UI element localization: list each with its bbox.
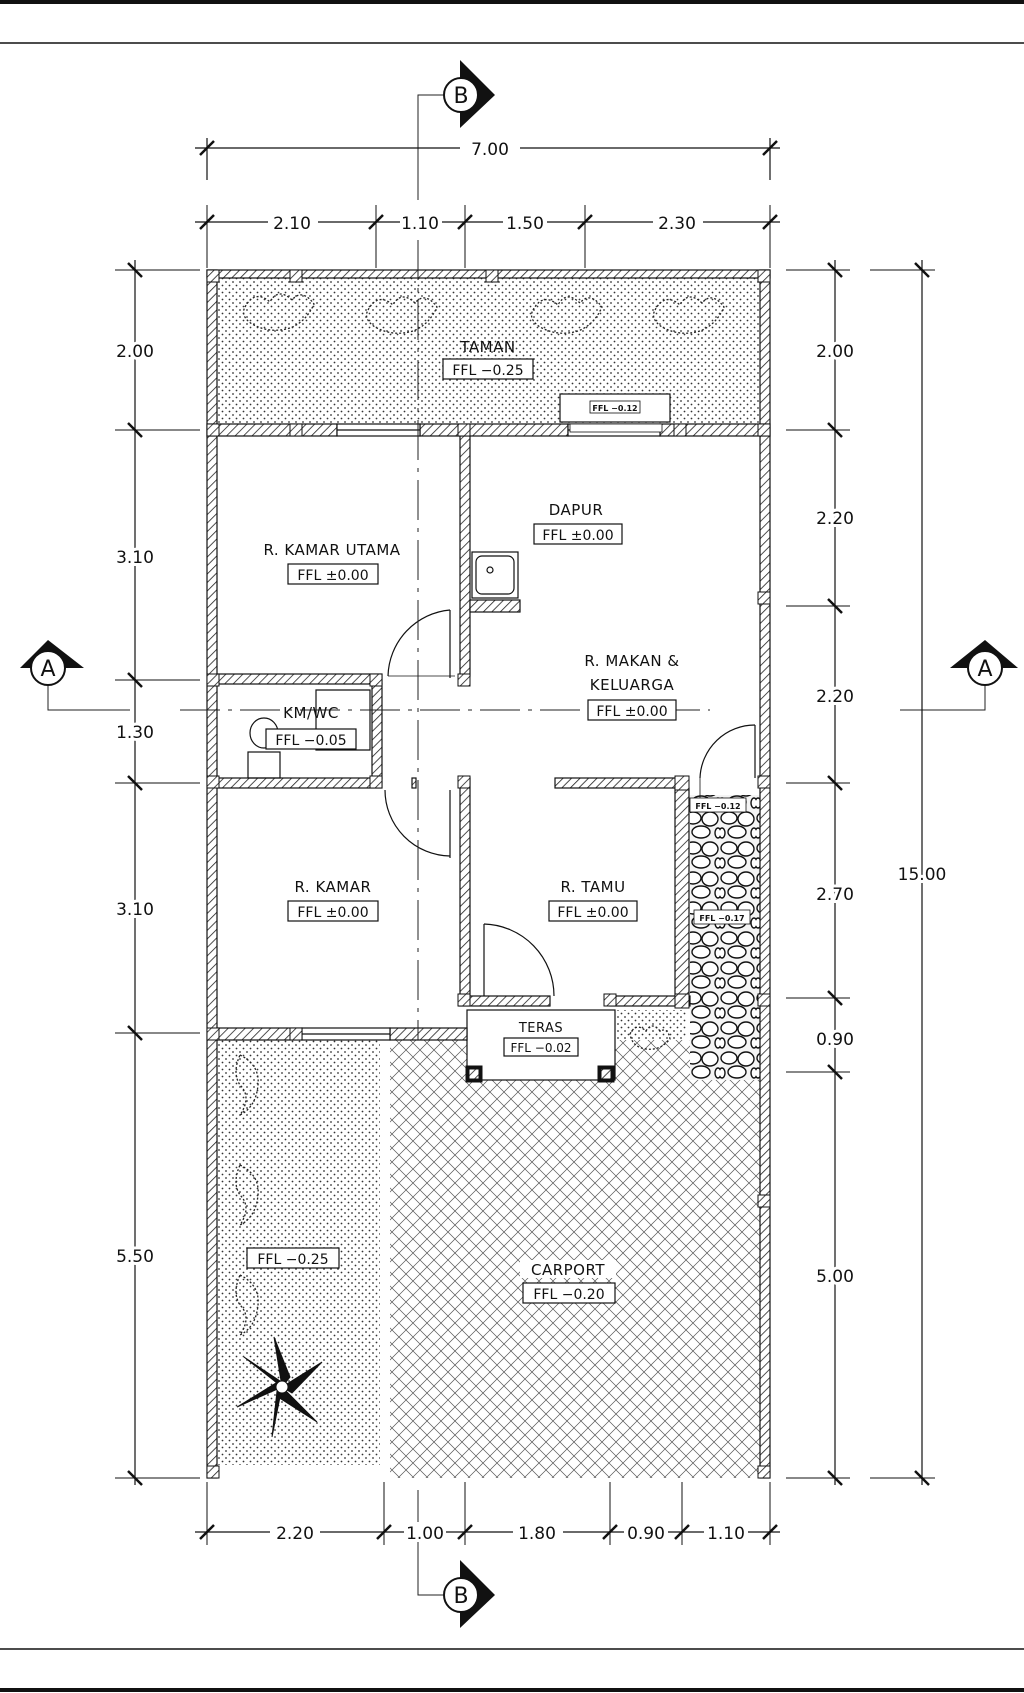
room-teras: TERAS FFL −0.02 [503,1021,579,1057]
room-tamu-name: R. TAMU [560,878,625,896]
columns [206,269,771,1479]
section-marker-b-top: B [443,60,495,128]
side-step-ffl: FFL −0.12 [695,802,740,811]
room-carport-name: CARPORT [531,1261,605,1279]
doors [384,423,756,997]
garden-front-ffl: FFL −0.25 [257,1252,328,1268]
dim-left-4: 3.10 [116,900,154,920]
garden-front: FFL −0.25 [246,1247,340,1269]
palm-plant [236,1336,323,1438]
dim-bottom-1: 2.20 [276,1524,314,1544]
room-taman-ffl: FFL −0.25 [452,363,523,379]
dim-left-5: 5.50 [116,1247,154,1267]
dim-right-1: 2.00 [816,342,854,362]
dim-right-overall: 15.00 [898,865,947,885]
side-path: FFL −0.17 [693,909,751,925]
room-kamar-utama-name: R. KAMAR UTAMA [263,541,400,559]
dim-left-1: 2.00 [116,342,154,362]
room-dapur: DAPUR FFL ±0.00 [533,501,623,545]
section-a-right-label: A [977,657,992,682]
section-marker-b-bottom: B [443,1560,495,1628]
room-makan-ffl: FFL ±0.00 [596,704,667,720]
room-makan-name2: KELUARGA [590,676,675,694]
dim-bottom-5: 1.10 [707,1524,745,1544]
room-taman-name: TAMAN [459,338,515,356]
dim-top-4: 2.30 [658,214,696,234]
dim-top-1: 2.10 [273,214,311,234]
room-makan-keluarga: R. MAKAN & KELUARGA FFL ±0.00 [584,652,679,721]
room-kmwc-ffl: FFL −0.05 [275,733,346,749]
dimension-texts: 7.00 2.10 1.10 1.50 2.30 2.20 1.00 1.80 … [113,137,949,1544]
room-teras-ffl: FFL −0.02 [510,1041,571,1055]
room-kamar-utama-ffl: FFL ±0.00 [297,568,368,584]
room-tamu-ffl: FFL ±0.00 [557,905,628,921]
dim-top-2: 1.10 [401,214,439,234]
room-kamar-ffl: FFL ±0.00 [297,905,368,921]
room-kamar: R. KAMAR FFL ±0.00 [287,878,379,922]
dimension-lines [115,138,935,1545]
dim-right-2: 2.20 [816,509,854,529]
section-marker-a-left: A [20,640,84,686]
side-path-ffl: FFL −0.17 [699,914,744,923]
room-dapur-name: DAPUR [549,501,604,519]
carport-paving-fill [390,1040,760,1478]
dim-left-3: 1.30 [116,723,154,743]
section-b-bottom-label: B [453,1584,468,1609]
side-path-stones [690,795,760,1080]
taman-step: FFL −0.12 [559,393,671,423]
side-step: FFL −0.12 [689,797,747,813]
dim-bottom-2: 1.00 [406,1524,444,1544]
dim-right-6: 5.00 [816,1267,854,1287]
room-taman: TAMAN FFL −0.25 [442,338,534,380]
dim-bottom-4: 0.90 [627,1524,665,1544]
dim-top-3: 1.50 [506,214,544,234]
room-teras-name: TERAS [518,1021,563,1036]
room-carport-ffl: FFL −0.20 [533,1287,604,1303]
taman-step-ffl: FFL −0.12 [592,404,637,413]
room-kamar-name: R. KAMAR [295,878,372,896]
room-kamar-utama: R. KAMAR UTAMA FFL ±0.00 [263,541,400,585]
kitchen-sink [471,551,519,599]
room-tamu: R. TAMU FFL ±0.00 [548,878,638,922]
room-makan-name1: R. MAKAN & [584,652,679,670]
section-marker-a-right: A [950,640,1018,686]
room-carport: CARPORT FFL −0.20 [520,1260,616,1304]
dim-right-5: 0.90 [816,1030,854,1050]
room-dapur-ffl: FFL ±0.00 [542,528,613,544]
dim-left-2: 3.10 [116,548,154,568]
section-b-top-label: B [453,84,468,109]
dim-right-3: 2.20 [816,687,854,707]
dim-right-4: 2.70 [816,885,854,905]
dim-top-overall: 7.00 [471,140,509,160]
shrub-plants [235,293,725,1337]
dim-bottom-3: 1.80 [518,1524,556,1544]
section-a-left-label: A [40,657,55,682]
room-kmwc: KM/WC FFL −0.05 [265,704,357,750]
room-kmwc-name: KM/WC [283,704,339,722]
